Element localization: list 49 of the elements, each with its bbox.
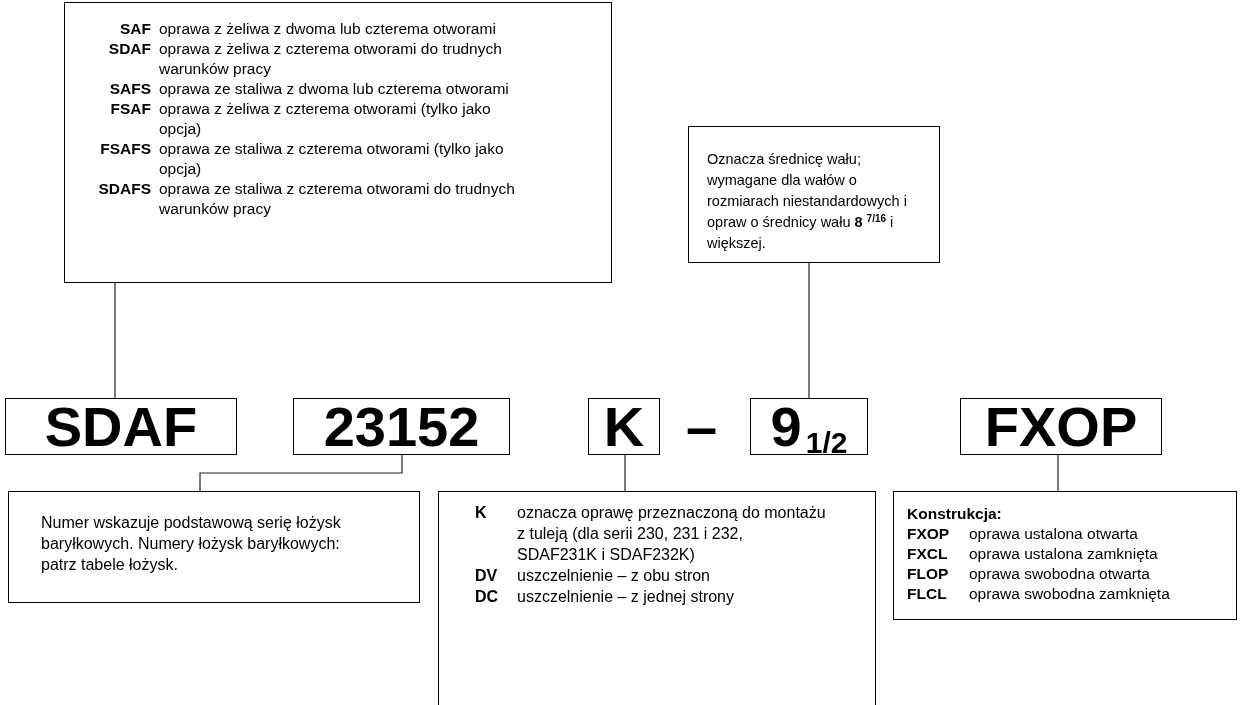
code-label: SDAFS — [97, 179, 151, 199]
legend-box — [64, 2, 612, 283]
description-text: oprawa ustalona otwarta — [969, 524, 1139, 544]
designation-box — [960, 398, 1162, 455]
connector-line — [199, 454, 403, 492]
code-label: FXCL — [907, 544, 949, 564]
description-text: oprawa ze staliwa z dwoma lub czterema otworami — [159, 79, 510, 99]
heading-text: Konstrukcja: — [907, 504, 1003, 524]
description-box — [8, 491, 420, 603]
connector-line — [808, 262, 810, 399]
designation-box — [750, 398, 868, 455]
code-label: FLCL — [907, 584, 948, 604]
designation-code: FXOP — [984, 398, 1138, 455]
code-label: DC — [475, 587, 500, 607]
description-text: oprawa z żeliwa z dwoma lub czterema otworami — [159, 19, 497, 39]
description-text: uszczelnienie – z obu stron — [517, 566, 711, 586]
designation-code: 9$_{1/2}$ — [770, 398, 848, 455]
code-label: FLOP — [907, 564, 950, 584]
designation-code: SDAF — [44, 398, 198, 455]
description-text: oprawa ze staliwa z czterema otworami do trudnych warunków pracy — [159, 179, 516, 219]
code-label: DV — [475, 566, 499, 586]
description-text: oprawa z żeliwa z czterema otworami (tylko jako opcja) — [159, 99, 492, 139]
connector-line — [624, 454, 626, 492]
code-label: SDAF — [107, 39, 151, 59]
description-text: oprawa swobodna otwarta — [969, 564, 1151, 584]
description-text: oprawa ze staliwa z czterema otworami (tylko jako opcja) — [159, 139, 505, 179]
code-label: SAF — [119, 19, 151, 39]
description-text: Oznacza średnicę wału; wymagane dla wałów o rozmiarach niestandardowych i opraw o średnicy wału 8 $^{7/16}$ i większej. — [707, 150, 908, 253]
legend-box — [438, 491, 876, 705]
description-text: uszczelnienie – z jednej strony — [517, 587, 735, 607]
description-text: Numer wskazuje podstawową serię łożysk baryłkowych. Numery łożysk baryłkowych: patrz tabele łożysk. — [41, 513, 342, 575]
description-box — [688, 126, 940, 263]
description-text: oprawa ustalona zamknięta — [969, 544, 1159, 564]
connector-line — [114, 282, 116, 399]
code-label: FXOP — [907, 524, 951, 544]
legend-box — [893, 491, 1237, 620]
separator-dash: – — [686, 398, 718, 455]
designation-box — [588, 398, 660, 455]
code-label: FSAF — [109, 99, 151, 119]
connector-line — [1057, 454, 1059, 492]
code-label: SAFS — [108, 79, 151, 99]
designation-code: K — [603, 398, 645, 455]
designation-code: 23152 — [323, 398, 480, 455]
designation-box — [5, 398, 237, 455]
code-label: K — [475, 503, 488, 523]
description-text: oznacza oprawę przeznaczoną do montażu z tuleją (dla serii 230, 231 i 232, SDAF231K i SDAF232K) — [517, 503, 827, 565]
designation-box — [293, 398, 510, 455]
code-label: FSAFS — [99, 139, 151, 159]
description-text: oprawa swobodna zamknięta — [969, 584, 1171, 604]
